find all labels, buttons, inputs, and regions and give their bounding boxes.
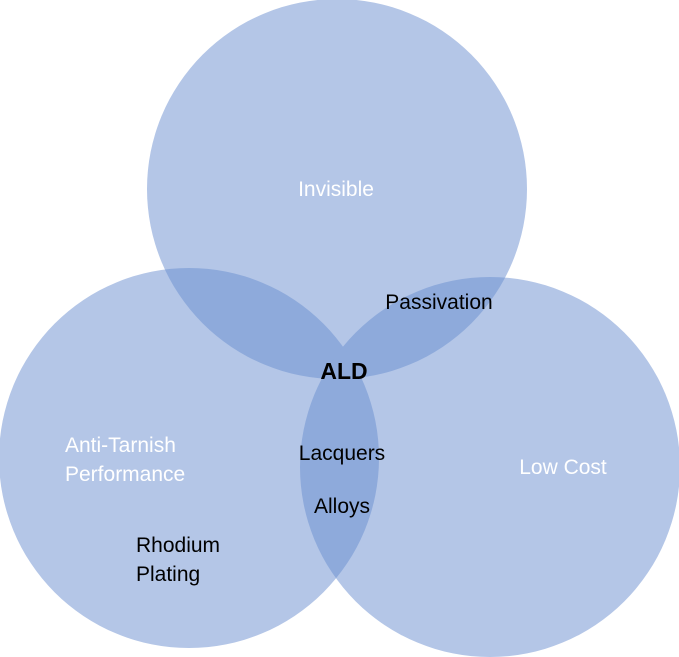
circle-low-cost [300, 277, 679, 657]
set-label-low-cost: Low Cost [519, 456, 607, 479]
item-label-rhodium-line2: Plating [136, 563, 200, 586]
item-label-lacquers: Lacquers [299, 442, 385, 465]
item-label-alloys: Alloys [314, 495, 370, 518]
item-label-rhodium-line1: Rhodium [136, 534, 220, 557]
set-label-anti-tarnish-line1: Anti-Tarnish [65, 434, 176, 457]
item-label-passivation: Passivation [385, 291, 492, 314]
set-label-anti-tarnish-line2: Performance [65, 463, 185, 486]
item-label-ald: ALD [320, 358, 367, 384]
overlap-top-left [147, 268, 379, 379]
set-label-invisible: Invisible [298, 178, 374, 201]
